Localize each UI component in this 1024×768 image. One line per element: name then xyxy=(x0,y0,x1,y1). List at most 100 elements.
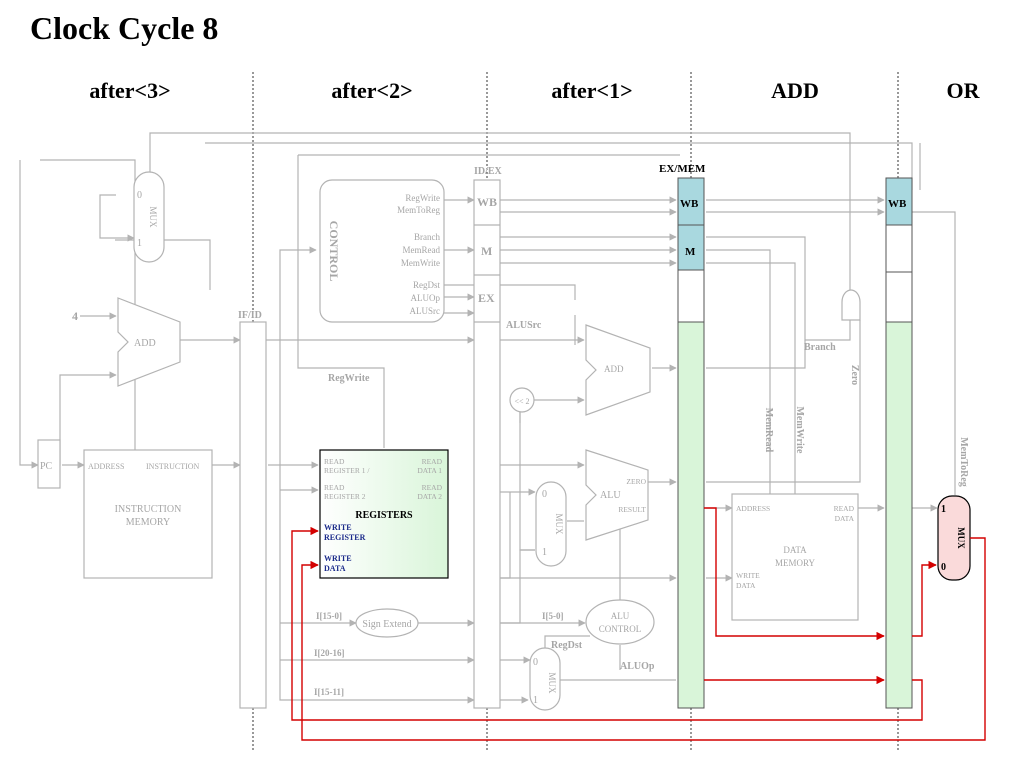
idex-register xyxy=(473,179,501,709)
branch-and-gate xyxy=(841,289,861,321)
reg-write-data-b: DATA xyxy=(324,564,346,573)
idex-wb: WB xyxy=(477,195,497,209)
reg-read-data1-b: DATA 1 xyxy=(417,466,442,475)
reg-write-reg-b: REGISTER xyxy=(324,533,366,542)
regdst-mux-label: MUX xyxy=(547,672,557,694)
alu-control-2: CONTROL xyxy=(599,624,642,634)
stage-label-id: after<2> xyxy=(331,78,413,103)
field-i20-16: I[20-16] xyxy=(314,648,345,658)
alu-control xyxy=(585,599,655,645)
memwrite-label: MemWrite xyxy=(794,406,805,454)
reg-read-reg2-b: REGISTER 2 xyxy=(324,492,366,501)
reg-read-data2-a: READ xyxy=(422,483,443,492)
regdst-mux xyxy=(529,647,561,711)
control-unit xyxy=(319,179,445,323)
reg-write-reg-a: WRITE xyxy=(324,523,352,532)
reg-read-reg1-b: REGISTER 1 / xyxy=(324,466,370,475)
pc-mux-0: 0 xyxy=(137,190,142,201)
imem-title-2: MEMORY xyxy=(126,517,170,528)
shift-left-2 xyxy=(509,387,535,413)
pc-adder xyxy=(117,297,181,387)
sign-extend-unit xyxy=(355,608,419,638)
pc-register xyxy=(37,439,61,489)
idex-label: ID/EX xyxy=(474,166,503,177)
reg-read-data2-b: DATA 2 xyxy=(417,492,442,501)
reg-read-reg2-a: READ xyxy=(324,483,345,492)
field-i5-0: I[5-0] xyxy=(542,611,564,621)
idex-m: M xyxy=(481,244,492,258)
const-four: 4 xyxy=(72,309,78,323)
control-alusrc: ALUSrc xyxy=(410,306,441,316)
regdst-mux-0: 0 xyxy=(533,657,538,668)
control-memwrite: MemWrite xyxy=(401,258,440,268)
branch-adder-label: ADD xyxy=(604,364,624,374)
aluop-label: ALUOp xyxy=(620,661,655,672)
memwb-register xyxy=(885,177,913,709)
memtoreg-label: MemToReg xyxy=(958,437,969,487)
exmem-register xyxy=(677,177,705,709)
alu-control-1: ALU xyxy=(611,611,630,621)
memwb-wb: WB xyxy=(888,198,907,210)
pc-label: PC xyxy=(40,461,53,472)
idex-ex: EX xyxy=(478,291,495,305)
exmem-m: M xyxy=(685,246,696,258)
zero-label: Zero xyxy=(849,365,860,385)
branch-label: Branch xyxy=(804,342,836,353)
alu-label: ALU xyxy=(600,490,621,501)
control-aluop: ALUOp xyxy=(411,293,441,303)
pc-mux-1: 1 xyxy=(137,238,142,249)
imem-title-1: INSTRUCTION xyxy=(115,504,182,515)
dmem-read-a: READ xyxy=(834,504,855,513)
exmem-label: EX/MEM xyxy=(659,163,706,175)
alu-result-label: RESULT xyxy=(618,505,646,514)
stage-label-if: after<3> xyxy=(89,78,171,103)
control-memread: MemRead xyxy=(403,245,441,255)
dmem-title-2: MEMORY xyxy=(775,558,816,568)
regwrite-label: RegWrite xyxy=(328,373,370,384)
alusrc-mux-1: 1 xyxy=(542,547,547,558)
wb-mux-1: 1 xyxy=(941,504,946,515)
dmem-write-a: WRITE xyxy=(736,571,760,580)
page-title: Clock Cycle 8 xyxy=(30,10,219,46)
alusrc-mux-label: MUX xyxy=(554,513,564,535)
pc-adder-label: ADD xyxy=(134,338,156,349)
alusrc-label: ALUSrc xyxy=(506,320,542,331)
alu xyxy=(585,449,649,541)
pc-mux-label: MUX xyxy=(148,206,158,228)
sign-extend-label: Sign Extend xyxy=(362,619,411,630)
pc-mux xyxy=(133,171,165,263)
dmem-title-1: DATA xyxy=(783,545,807,555)
reg-read-data1-a: READ xyxy=(422,457,443,466)
memread-label: MemRead xyxy=(763,408,774,453)
field-i15-0: I[15-0] xyxy=(316,611,342,621)
control-label: CONTROL xyxy=(327,221,341,282)
stage-label-mem: ADD xyxy=(771,78,819,103)
registers-title: REGISTERS xyxy=(355,510,413,521)
stage-label-ex: after<1> xyxy=(551,78,633,103)
alu-zero-label: ZERO xyxy=(626,477,646,486)
ifid-label: IF/ID xyxy=(238,310,262,321)
register-file xyxy=(319,449,449,579)
exmem-wb: WB xyxy=(680,198,699,210)
stage-label-wb: OR xyxy=(946,78,980,103)
field-i15-11: I[15-11] xyxy=(314,687,344,697)
dmem-write-b: DATA xyxy=(736,581,756,590)
regdst-label: RegDst xyxy=(551,640,583,651)
alusrc-mux-0: 0 xyxy=(542,489,547,500)
data-memory xyxy=(731,493,859,621)
control-branch: Branch xyxy=(414,232,440,242)
control-regdst: RegDst xyxy=(413,280,440,290)
dmem-address: ADDRESS xyxy=(736,504,770,513)
instruction-memory xyxy=(83,449,213,579)
shift-label: << 2 xyxy=(514,397,529,406)
regdst-mux-1: 1 xyxy=(533,695,538,706)
imem-address: ADDRESS xyxy=(88,462,124,471)
imem-instruction: INSTRUCTION xyxy=(146,462,200,471)
wb-mux-0: 0 xyxy=(941,562,946,573)
wb-mux-label: MUX xyxy=(956,527,966,549)
dmem-read-b: DATA xyxy=(835,514,855,523)
control-memtoreg: MemToReg xyxy=(397,205,440,215)
reg-read-reg1-a: READ xyxy=(324,457,345,466)
alusrc-mux xyxy=(535,481,567,567)
